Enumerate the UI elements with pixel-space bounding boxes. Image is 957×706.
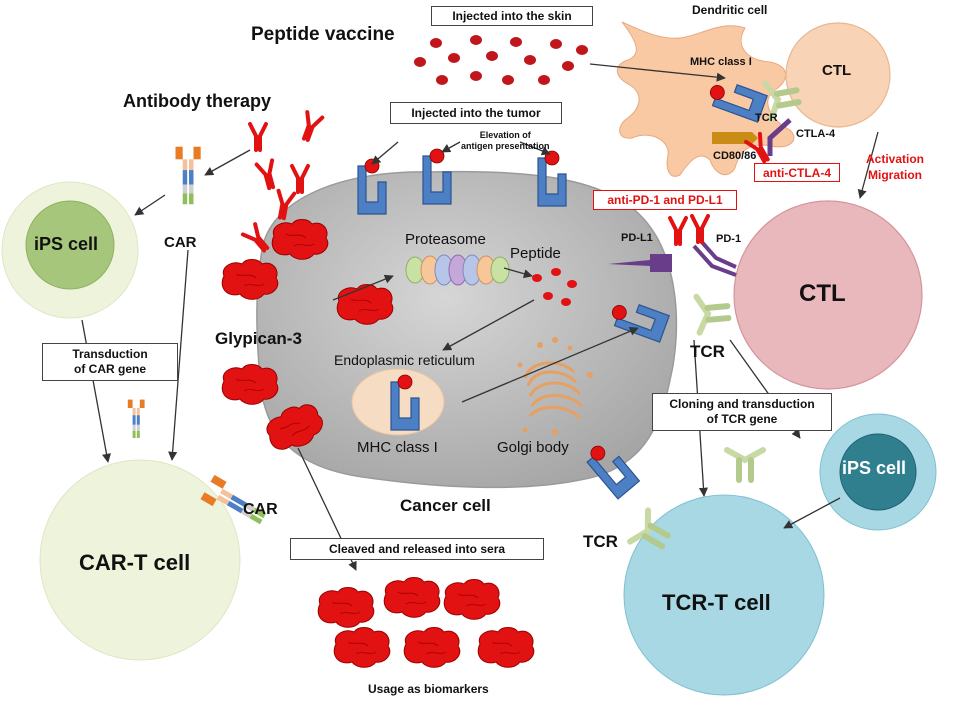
tcr-t-cell-label: TCR-T cell — [662, 590, 771, 615]
injected-skin-box: Injected into the skin — [431, 6, 593, 26]
ctla4-molecule — [767, 118, 792, 156]
car-top-label: CAR — [164, 234, 197, 251]
dendritic-cell-label: Dendritic cell — [692, 3, 768, 17]
cleaved-box: Cleaved and released into sera — [290, 538, 544, 560]
ips-cell-right-label: iPS cell — [842, 458, 907, 478]
anti-pd1-pdl1-box: anti-PD-1 and PD-L1 — [593, 190, 737, 210]
car-t-cell-body — [39, 459, 241, 661]
ctl-big-cell — [733, 200, 923, 390]
cd80-86-molecule — [712, 132, 758, 144]
elevation-label: Elevation of antigen presentation — [461, 130, 550, 151]
biomarkers-label: Usage as biomarkers — [368, 682, 489, 696]
diagram-arrows — [81, 63, 879, 571]
pd-l1-ligand — [608, 254, 672, 272]
pd-l1-label: PD-L1 — [621, 232, 653, 244]
tcr-t-cell-body — [623, 494, 825, 696]
mhc-class-i-top-label: MHC class I — [690, 56, 752, 68]
peptide-dots — [532, 268, 577, 306]
car-bottom-label: CAR — [243, 501, 278, 518]
peptide-vaccine-label: Peptide vaccine — [251, 24, 395, 45]
car-t-cell-label: CAR-T cell — [79, 550, 191, 575]
ips-cell-right-inner — [839, 433, 917, 511]
pd-1-receptor — [692, 238, 737, 277]
cloning-tcr-box: Cloning and transduction of TCR gene — [652, 393, 832, 431]
antibody-therapy-label: Antibody therapy — [123, 91, 272, 111]
anti-ctla4-box: anti-CTLA-4 — [754, 163, 840, 182]
proteasome-icon — [405, 254, 510, 286]
golgi-body-icon — [517, 337, 593, 435]
ctl-small-cell — [785, 22, 891, 128]
cd80-86-label: CD80/86 — [713, 150, 757, 162]
injected-tumor-box: Injected into the tumor — [390, 102, 562, 124]
pd-1-label: PD-1 — [716, 233, 742, 245]
tcr-top-label: TCR — [755, 112, 778, 124]
tcr-mid-label: TCR — [690, 342, 725, 361]
ips-cell-left-inner — [25, 200, 115, 290]
proteasome-label: Proteasome — [405, 231, 486, 248]
endoplasmic-reticulum-label: Endoplasmic reticulum — [334, 352, 475, 368]
ctl-big-label: CTL — [799, 280, 846, 307]
cancer-cell-label: Cancer cell — [400, 496, 491, 515]
cancer-cell-body — [256, 170, 678, 489]
tcr-bottom-label: TCR — [583, 532, 618, 551]
vaccine-peptides — [414, 35, 588, 85]
golgi-body-label: Golgi body — [497, 439, 569, 456]
peptide-label: Peptide — [510, 245, 561, 262]
transduction-car-box: Transduction of CAR gene — [42, 343, 178, 381]
ctl-small-label: CTL — [822, 62, 852, 79]
ctla4-label: CTLA-4 — [796, 128, 836, 140]
dendritic-cell-body — [616, 21, 795, 177]
glypican-3-label: Glypican-3 — [215, 329, 302, 348]
ips-cell-left-label: iPS cell — [34, 234, 99, 254]
mhc-class-i-inner-label: MHC class I — [357, 439, 438, 456]
activation-migration-label: Activation Migration — [866, 152, 925, 182]
